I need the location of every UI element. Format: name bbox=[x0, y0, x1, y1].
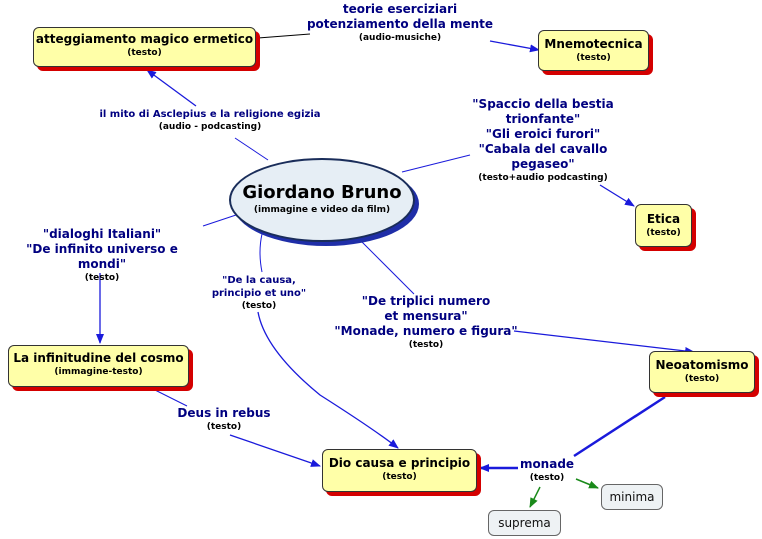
node-minima[interactable]: minima bbox=[601, 484, 663, 510]
node-neoatomismo[interactable]: Neoatomismo (testo) bbox=[649, 351, 755, 393]
edge-teorie-mnemotecnica bbox=[489, 40, 540, 53]
edge-central-causa bbox=[259, 233, 263, 273]
label-deus: Deus in rebus (testo) bbox=[168, 406, 280, 433]
node-mnemotecnica[interactable]: Mnemotecnica (testo) bbox=[538, 30, 649, 71]
node-title: Mnemotecnica bbox=[544, 37, 643, 51]
edge-causa-dio bbox=[257, 311, 399, 449]
edge-neoatomismo-monade bbox=[573, 395, 666, 458]
node-subtitle: (testo) bbox=[646, 228, 681, 238]
node-atteggiamento[interactable]: atteggiamento magico ermetico (testo) bbox=[33, 27, 256, 67]
edge-central-mito bbox=[234, 137, 269, 161]
edge-triplici-neoatomismo bbox=[513, 330, 695, 355]
label-line: "Cabala del cavallo bbox=[478, 142, 608, 156]
label-line: principio et uno" bbox=[211, 288, 307, 299]
label-detail: (testo) bbox=[84, 273, 120, 283]
central-node-giordano-bruno[interactable]: Giordano Bruno (immagine e video da film… bbox=[229, 158, 415, 242]
label-causa: "De la causa, principio et uno" (testo) bbox=[200, 274, 318, 312]
label-detail: (testo) bbox=[408, 340, 444, 350]
label-detail: (testo) bbox=[241, 301, 277, 311]
central-title: Giordano Bruno bbox=[242, 182, 402, 203]
edge-atteggiamento-teorie bbox=[257, 33, 311, 39]
edge-monade-suprema bbox=[529, 486, 541, 508]
label-line: et mensura" bbox=[384, 309, 468, 323]
edge-monade-minima bbox=[575, 478, 599, 489]
node-subtitle: (immagine-testo) bbox=[54, 367, 143, 377]
label-line: "De triplici numero bbox=[361, 294, 491, 308]
label-line: "De la causa, bbox=[222, 275, 296, 286]
label-dialoghi: "dialoghi Italiani" "De infinito univers… bbox=[0, 227, 204, 284]
label-detail: (testo) bbox=[529, 473, 565, 483]
node-title: atteggiamento magico ermetico bbox=[35, 32, 254, 46]
label-line: il mito di Asclepius e la religione egiz… bbox=[99, 109, 321, 120]
node-etica[interactable]: Etica (testo) bbox=[635, 204, 692, 247]
node-subtitle: (testo) bbox=[127, 48, 162, 58]
label-detail: (testo+audio podcasting) bbox=[478, 173, 608, 183]
label-line: Deus in rebus bbox=[177, 406, 271, 420]
node-suprema[interactable]: suprema bbox=[488, 510, 561, 536]
label-line: potenziamento della mente bbox=[306, 17, 494, 31]
label-detail: (audio-musiche) bbox=[358, 33, 442, 43]
label-monade: monade (testo) bbox=[512, 457, 582, 484]
label-line: pegaseo" bbox=[511, 157, 575, 171]
node-subtitle: (testo) bbox=[576, 53, 611, 63]
label-triplici: "De triplici numero et mensura" "Monade,… bbox=[330, 294, 522, 351]
label-teorie: teorie eserciziari potenziamento della m… bbox=[300, 2, 500, 44]
node-infinitudine[interactable]: La infinitudine del cosmo (immagine-test… bbox=[8, 345, 189, 387]
edge-central-triplici bbox=[359, 239, 415, 295]
label-line: "De infinito universo e mondi" bbox=[26, 242, 178, 271]
label-spaccio: "Spaccio della bestia trionfante" "Gli e… bbox=[458, 97, 628, 184]
label-line: "Monade, numero e figura" bbox=[334, 324, 518, 338]
label-detail: (testo) bbox=[206, 422, 242, 432]
edge-central-spaccio bbox=[401, 154, 471, 173]
central-subtitle: (immagine e video da film) bbox=[253, 205, 391, 215]
node-title: Etica bbox=[646, 212, 681, 226]
node-title: Dio causa e principio bbox=[328, 456, 471, 470]
node-title: La infinitudine del cosmo bbox=[13, 351, 184, 365]
label-line: "dialoghi Italiani" bbox=[42, 227, 162, 241]
label-mito: il mito di Asclepius e la religione egiz… bbox=[90, 108, 330, 133]
node-title: Neoatomismo bbox=[655, 358, 749, 372]
label-detail: (audio - podcasting) bbox=[158, 122, 262, 132]
edge-deus-dio bbox=[229, 434, 321, 467]
label-line: trionfante" bbox=[505, 112, 581, 126]
edge-spaccio-etica bbox=[599, 184, 635, 207]
label-line: teorie eserciziari bbox=[342, 2, 458, 16]
node-dio-causa[interactable]: Dio causa e principio (testo) bbox=[322, 449, 477, 492]
node-subtitle: (testo) bbox=[684, 374, 720, 384]
label-line: "Spaccio della bestia bbox=[472, 97, 614, 111]
edge-mito-atteggiamento bbox=[146, 69, 197, 107]
node-subtitle: (testo) bbox=[382, 472, 417, 482]
edge-central-dialoghi bbox=[202, 214, 237, 227]
label-line: "Gli eroici furori" bbox=[485, 127, 601, 141]
edge-infinitudine-deus bbox=[154, 389, 188, 407]
label-line: monade bbox=[519, 457, 575, 471]
